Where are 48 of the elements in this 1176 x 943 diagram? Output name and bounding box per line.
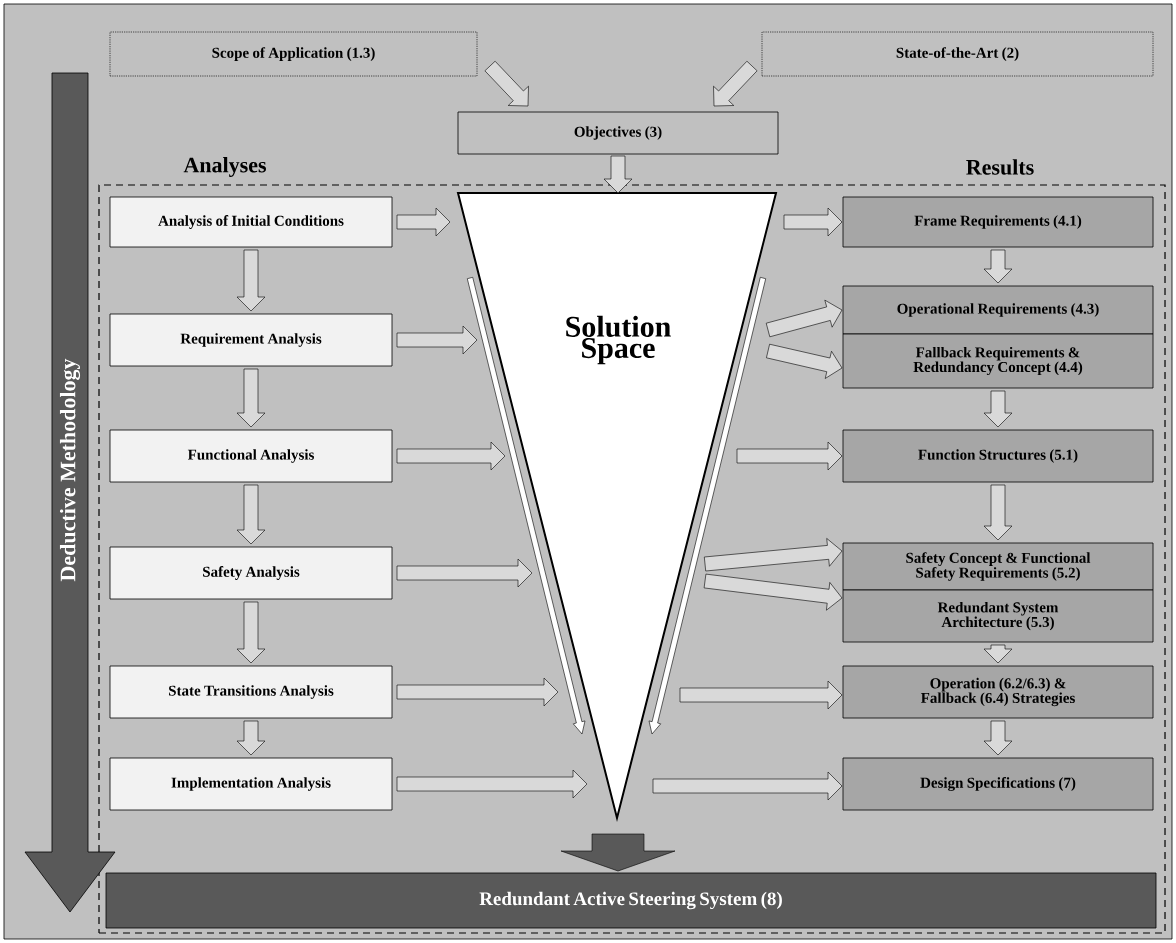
block-arrow [983,249,1013,284]
block-arrow [396,325,478,355]
column-heading: Results [966,159,1034,175]
result-box: Safety Concept & Functional Safety Requirements (5.2) [842,542,1154,591]
block-arrow [396,558,533,588]
block-arrow [396,677,559,707]
block-arrow [236,720,266,756]
block-arrow [765,299,843,338]
input-box: Scope of Application (1.3) [109,31,478,77]
block-arrow [704,538,843,572]
input-box: State-of-the-Art (2) [761,31,1154,77]
result-box: Fallback Requirements & Redundancy Concept (4.4) [842,333,1154,389]
block-arrow [983,644,1013,664]
block-arrow [396,769,588,799]
analysis-box: Functional Analysis [109,429,393,483]
block-arrow [236,484,266,545]
analysis-box: Implementation Analysis [109,757,393,811]
result-box: Design Specifications (7) [842,757,1154,811]
block-arrow [603,155,633,194]
block-arrow [783,207,843,237]
block-arrow [396,207,451,237]
block-arrow [983,484,1013,541]
block-arrow [703,573,843,611]
result-box: Redundant System Architecture (5.3) [842,589,1154,643]
analysis-box: Requirement Analysis [109,313,393,367]
block-arrow [983,390,1013,428]
analysis-box: Safety Analysis [109,546,393,600]
block-arrow [236,249,266,312]
column-heading: Analyses [183,157,267,177]
block-arrow [766,343,843,379]
result-box: Operation (6.2/6.3) & Fallback (6.4) Strategies [842,665,1154,719]
analysis-box: Analysis of Initial Conditions [109,196,393,248]
block-arrow [484,60,529,107]
analysis-box: State Transitions Analysis [109,665,393,719]
result-box: Frame Requirements (4.1) [842,196,1154,248]
objectives-box: Objectives (3) [457,111,779,155]
block-arrow [713,60,758,107]
result-box: Operational Requirements (4.3) [842,285,1154,335]
block-arrow [679,680,843,710]
block-arrow [736,441,843,471]
block-arrow [652,771,843,801]
block-arrow [396,441,506,471]
system-box: Redundant Active Steering System (8) [105,872,1157,929]
block-arrow [236,601,266,664]
block-arrow [236,368,266,428]
block-arrow [560,833,676,872]
block-arrow [983,720,1013,756]
result-box: Function Structures (5.1) [842,429,1154,483]
